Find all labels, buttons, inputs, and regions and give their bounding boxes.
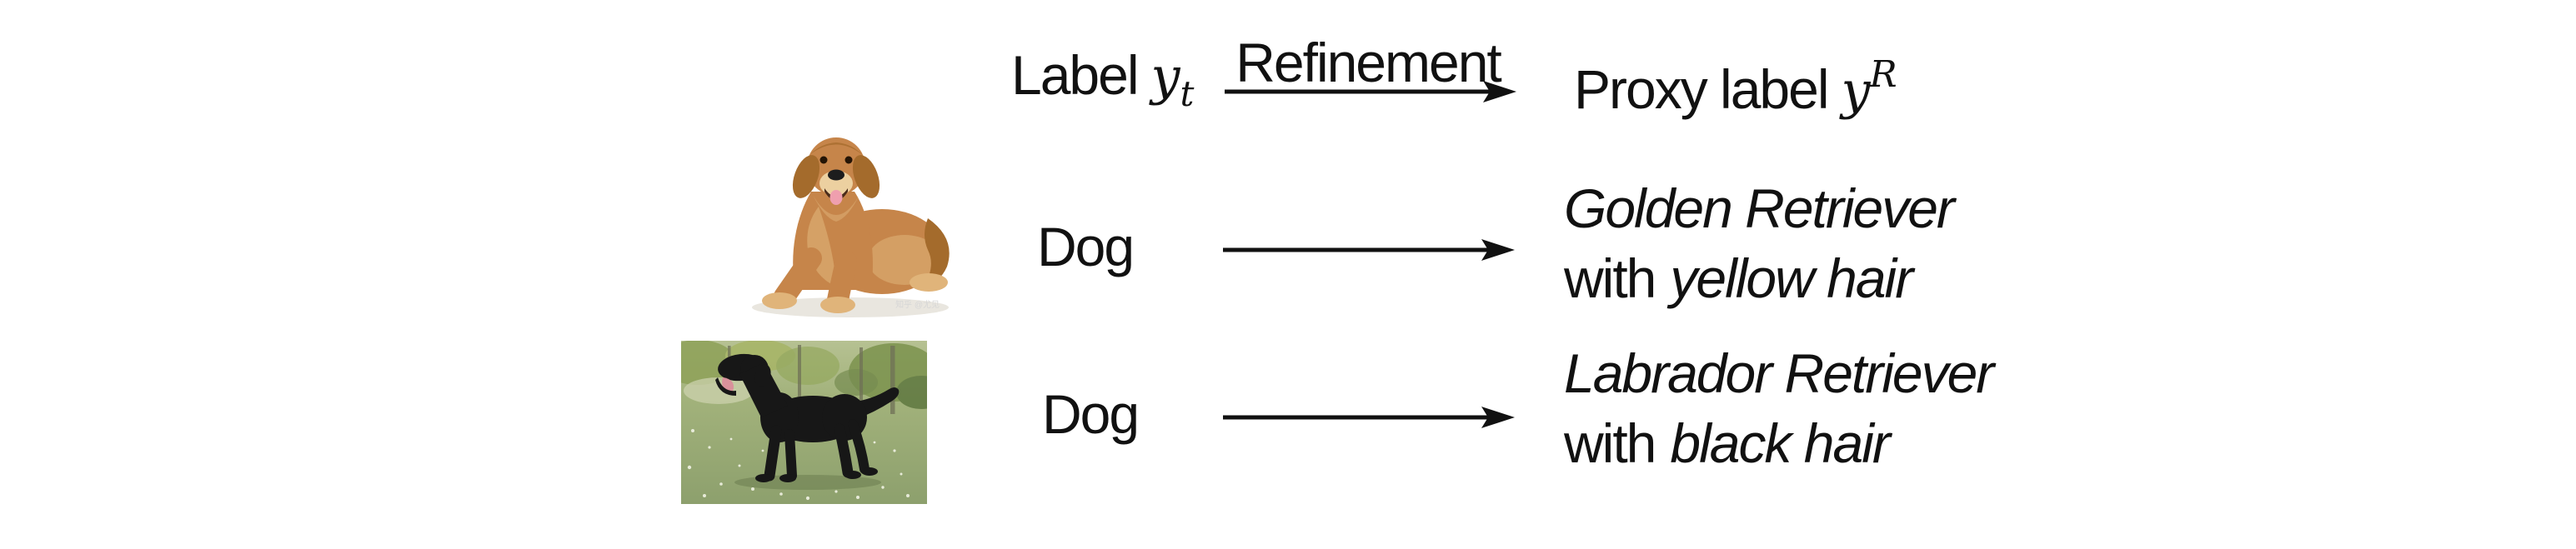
proxy-label-prefix: Proxy label <box>1574 58 1829 120</box>
dog-front-paw-left <box>762 292 797 309</box>
source-label-subscript: t <box>1180 73 1195 114</box>
refinement-arrow-icon <box>1225 81 1516 102</box>
dog-tongue <box>829 190 843 205</box>
dog-muzzle <box>819 171 853 196</box>
daisies <box>687 429 910 501</box>
photo-watermark: 知乎 @尤见 <box>895 299 940 310</box>
proxy-label-superscript: R <box>1869 53 1897 96</box>
lab-paw-3 <box>844 471 861 479</box>
dog-eye-left <box>819 156 828 164</box>
labrador-silhouette <box>718 353 900 482</box>
black-labrador-photo <box>681 341 927 504</box>
dog-ear-left <box>792 155 820 198</box>
lab-paw-1 <box>755 474 772 482</box>
lab-paw-4 <box>861 467 878 476</box>
dog-nose <box>828 169 844 181</box>
light-haze <box>684 377 754 404</box>
lab-legs <box>764 419 870 482</box>
source-label-prefix: Label <box>1011 44 1139 106</box>
dog-thigh-highlight <box>868 235 941 285</box>
source-label-row2: Dog <box>1042 383 1140 445</box>
dog-ear-right <box>852 155 880 198</box>
dog-front-paw-right <box>820 297 855 313</box>
proxy-row1-line2-italic: yellow hair <box>1670 247 1913 309</box>
dog-neck-ruff <box>813 195 860 222</box>
dog-eye-right <box>844 156 853 164</box>
lab-paw-2 <box>779 474 796 482</box>
arrow-head <box>1483 81 1516 102</box>
dog-tail <box>923 218 950 288</box>
lab-lower-jaw <box>715 377 736 396</box>
proxy-row2-line1: Labrador Retriever <box>1564 342 1994 404</box>
arrow-head <box>1481 407 1515 428</box>
source-label-symbol: y <box>1150 46 1180 107</box>
proxy-row2-line2-italic: black hair <box>1670 412 1890 474</box>
proxy-label-symbol: y <box>1841 60 1871 121</box>
source-label-row1: Dog <box>1037 216 1135 277</box>
proxy-row1-line1: Golden Retriever <box>1564 177 1955 239</box>
right-arrow-icon <box>1223 407 1515 428</box>
lab-neck <box>739 362 788 417</box>
proxy-row1-line2-regular: with <box>1564 247 1656 309</box>
arrow-head <box>1481 239 1515 261</box>
golden-retriever-photo: 知乎 @尤见 <box>752 137 950 317</box>
lab-ear <box>754 364 771 387</box>
right-arrow-icon <box>1223 239 1515 261</box>
dog-hind-paw <box>910 273 948 292</box>
proxy-row2-line2-regular: with <box>1564 412 1656 474</box>
refinement-label: Refinement <box>1235 32 1502 93</box>
